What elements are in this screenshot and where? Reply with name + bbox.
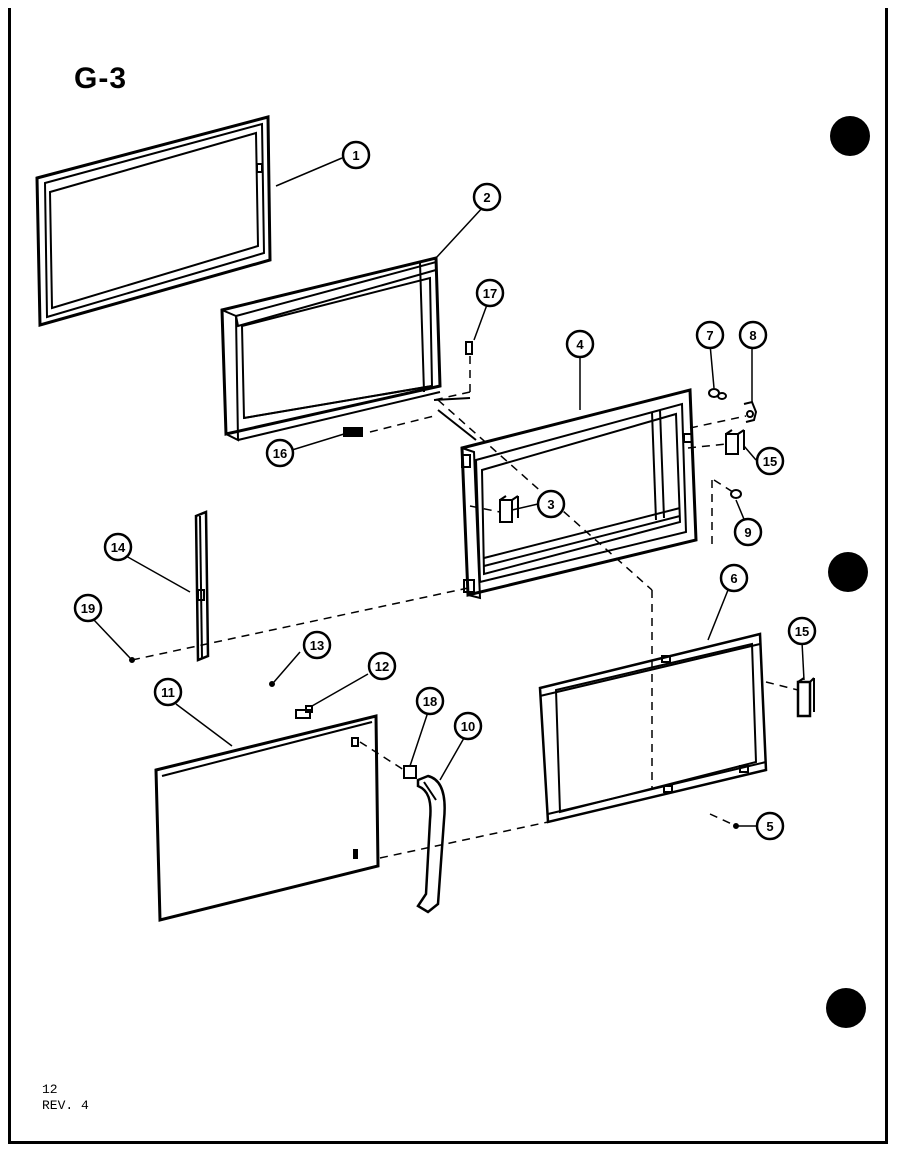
callout-11: 11 [153,677,183,707]
part-1-frame [35,115,272,327]
svg-text:10: 10 [461,719,475,734]
svg-text:2: 2 [483,190,490,205]
callout-4: 4 [565,329,595,359]
diagram-title: G-3 [74,62,128,95]
part-13-screw [269,681,275,687]
punch-hole-middle [828,552,868,592]
part-15-block-lower [796,677,815,718]
svg-text:6: 6 [730,571,737,586]
svg-text:13: 13 [310,638,324,653]
revision-label: REV. 4 [42,1098,89,1113]
svg-text:3: 3 [547,497,554,512]
part-18-latch [403,765,417,779]
svg-text:4: 4 [576,337,584,352]
callout-15-lower: 15 [787,616,817,646]
part-15-block-upper [725,429,745,455]
callout-16: 16 [265,438,295,468]
page-number: 12 [42,1082,58,1097]
callout-7: 7 [695,320,725,350]
svg-text:17: 17 [483,286,497,301]
part-11-panel [154,714,380,922]
callout-1: 1 [341,140,371,170]
callout-17: 17 [475,278,505,308]
callouts: 1 2 3 4 5 6 7 [73,140,817,841]
svg-text:1: 1 [352,148,359,163]
svg-text:9: 9 [744,525,751,540]
callout-19: 19 [73,593,103,623]
part-8-clip [743,400,758,423]
callout-13: 13 [302,630,332,660]
callout-6: 6 [719,563,749,593]
part-17-post [465,341,473,355]
callout-12: 12 [367,651,397,681]
callout-14: 14 [103,532,133,562]
part-2-sleeve [220,256,442,442]
part-16-spring [343,427,363,437]
part-10-handle [416,774,446,914]
callout-3: 3 [536,489,566,519]
svg-text:16: 16 [273,446,287,461]
leader-lines [93,157,805,827]
svg-text:8: 8 [749,328,756,343]
svg-text:7: 7 [706,328,713,343]
callout-18: 18 [415,686,445,716]
svg-text:18: 18 [423,694,437,709]
svg-text:11: 11 [161,685,175,700]
part-4-chassis [433,388,698,600]
part-9-washer [730,489,742,499]
svg-text:19: 19 [81,601,95,616]
callout-5: 5 [755,811,785,841]
part-12-hinge [295,705,313,719]
callout-2: 2 [472,182,502,212]
callout-8: 8 [738,320,768,350]
punch-hole-bottom [826,988,866,1028]
callout-15-upper: 15 [755,446,785,476]
svg-text:14: 14 [111,540,126,555]
part-7-pin [708,388,727,400]
svg-text:5: 5 [766,819,773,834]
svg-text:12: 12 [375,659,389,674]
punch-hole-top [830,116,870,156]
callout-9: 9 [733,517,763,547]
part-3-block [499,495,519,523]
callout-10: 10 [453,711,483,741]
part-14-rail [194,510,210,662]
part-6-tray [538,632,768,824]
svg-text:15: 15 [763,454,777,469]
sheet-border [8,8,888,1144]
svg-text:15: 15 [795,624,809,639]
